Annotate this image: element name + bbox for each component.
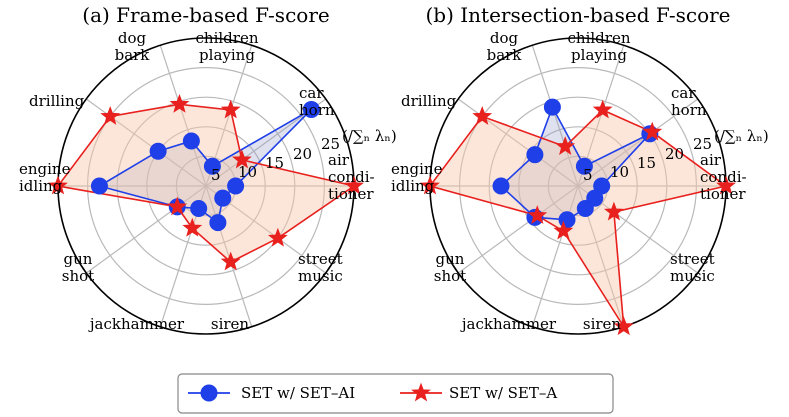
radial-unit-label: (/∑ₙ λₙ) [342,127,397,145]
category-label: siren [211,315,250,333]
radar-grid [58,45,354,327]
radial-tick-label: 15 [637,154,656,172]
data-point [167,196,188,216]
grid-spoke [85,185,207,274]
data-point [553,220,574,240]
data-point [220,99,241,119]
data-point [100,105,121,125]
data-point [182,132,200,150]
data-point [302,100,320,118]
data-point [642,121,663,141]
radial-tick-label: 15 [265,154,284,172]
grid-spoke [457,185,579,274]
data-point [472,105,493,125]
data-point [220,251,241,271]
radial-tick-label: 20 [665,145,684,163]
radial-tick-label: 10 [610,163,629,181]
data-point [543,98,561,116]
legend-marker [411,382,431,402]
data-point [592,99,613,119]
series-fill [430,109,726,327]
data-point [526,146,544,164]
radial-tick-label: 25 [693,135,712,153]
data-point [209,214,227,232]
radial-tick-label: 25 [321,135,340,153]
radial-unit-label: (/∑ₙ λₙ) [714,127,769,145]
data-point [613,316,634,336]
data-point [149,142,167,160]
data-point [169,93,190,113]
radial-tick-label: 5 [583,166,593,184]
data-point [232,149,252,169]
data-point [190,200,208,218]
chart-title: (b) Intersection-based F-score [425,3,730,27]
category-label: jackhammer [88,315,185,333]
legend-marker [200,384,218,402]
data-point [227,177,245,195]
data-point [558,211,576,229]
grid-spoke [205,185,253,327]
data-point [344,175,364,195]
radial-tick-label: 10 [238,163,257,181]
data-point [555,136,576,156]
legend-label: SET w/ SET–AI [241,384,355,402]
grid-spoke [531,185,579,327]
radial-tick-label: 5 [211,166,221,184]
data-point [214,189,232,207]
grid-spoke [577,98,699,187]
data-point [527,205,548,225]
legend-label: SET w/ SET–A [449,384,557,402]
data-point [420,175,440,195]
category-label: siren [583,315,622,333]
grid-spoke [531,45,579,187]
data-point [182,217,203,237]
grid-spoke [159,45,207,187]
data-point [576,200,594,218]
data-point [203,157,221,175]
data-point [575,157,593,175]
data-point [492,177,510,195]
category-label: drilling [29,92,85,110]
series-fill [58,104,354,263]
radar-panel-intersection-based: (b) Intersection-based F-score 5 10 15 20 25(… [391,3,769,336]
legend: SET w/ SET–AI SET w/ SET–A [177,373,614,414]
category-label: jackhammer [460,315,557,333]
radial-tick-label: 20 [293,145,312,163]
series-fill [501,107,650,220]
data-point [90,177,108,195]
chart-title: (a) Frame-based F-score [82,3,329,27]
data-point [716,175,736,195]
data-point [604,201,624,221]
data-point [48,175,68,195]
legend-box [177,373,614,414]
category-label: drilling [401,92,457,110]
data-point [267,227,288,247]
radar-panel-frame-based: (a) Frame-based F-score 5 10 15 20 25(/∑ₙ λₙ)… [19,3,397,335]
